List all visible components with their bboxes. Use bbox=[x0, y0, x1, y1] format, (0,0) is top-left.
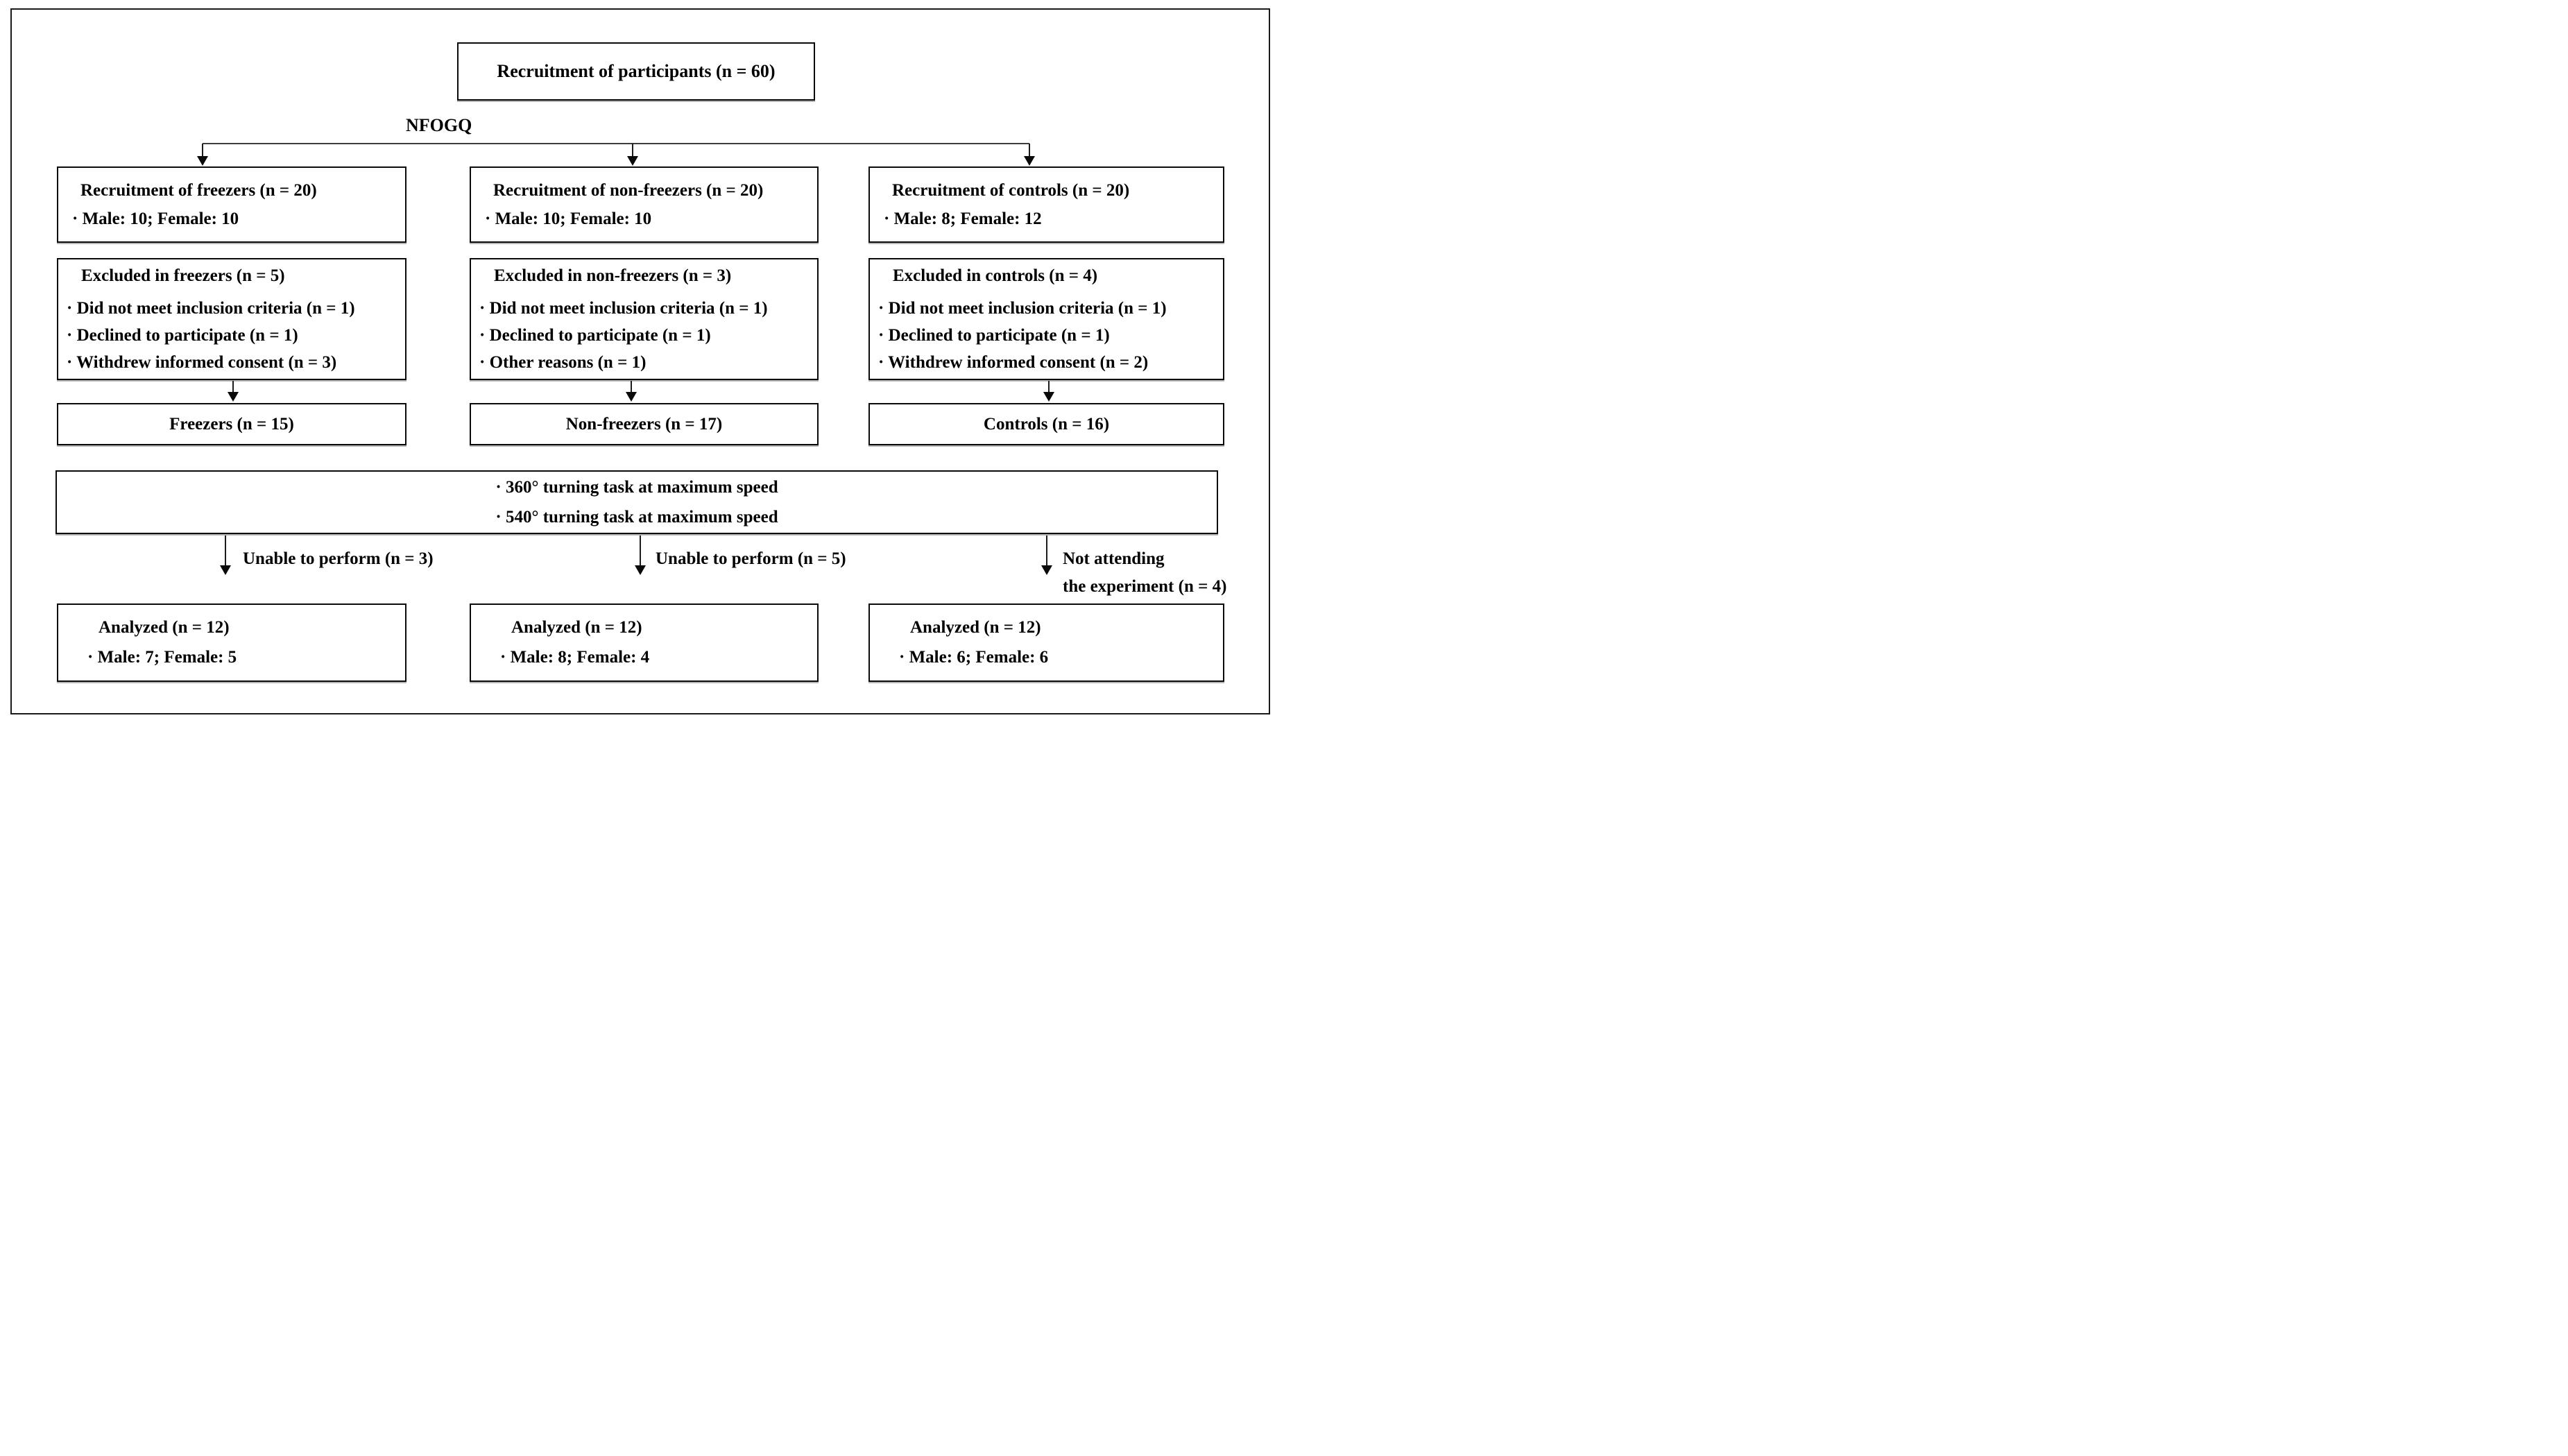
recruitment-freezers-box: Recruitment of freezers (n = 20) · Male:… bbox=[57, 166, 406, 243]
arrow-down-icon bbox=[220, 536, 231, 575]
box-title: Analyzed (n = 12) bbox=[511, 618, 642, 637]
recruitment-controls-box: Recruitment of controls (n = 20) · Male:… bbox=[868, 166, 1224, 243]
nfogq-label: NFOGQ bbox=[406, 115, 472, 135]
box-bullet: · Declined to participate (n = 1) bbox=[479, 326, 711, 345]
turning-task-box: · 360° turning task at maximum speed · 5… bbox=[55, 470, 1218, 534]
box-bullet: · Declined to participate (n = 1) bbox=[67, 326, 298, 345]
arrow-down-icon bbox=[1041, 536, 1052, 575]
box-title: Analyzed (n = 12) bbox=[910, 618, 1041, 637]
group-label: Freezers (n = 15) bbox=[169, 414, 294, 434]
box-title: Excluded in freezers (n = 5) bbox=[81, 266, 285, 285]
controls-box: Controls (n = 16) bbox=[868, 403, 1224, 445]
diagram-border bbox=[10, 8, 1270, 714]
recruitment-participants-text: Recruitment of participants (n = 60) bbox=[497, 61, 776, 82]
arrow-down-icon bbox=[626, 381, 637, 402]
box-bullet: · Withdrew informed consent (n = 2) bbox=[878, 352, 1149, 372]
arrow-down-icon bbox=[1024, 144, 1035, 166]
recruitment-nonfreezers-box: Recruitment of non-freezers (n = 20) · M… bbox=[470, 166, 819, 243]
box-title: Excluded in non-freezers (n = 3) bbox=[494, 266, 732, 285]
box-bullet: · Other reasons (n = 1) bbox=[479, 352, 647, 372]
box-title: Analyzed (n = 12) bbox=[99, 618, 230, 637]
box-title: Recruitment of non-freezers (n = 20) bbox=[493, 180, 764, 200]
excluded-controls-box: Excluded in controls (n = 4) · Did not m… bbox=[868, 258, 1224, 380]
group-label: Non-freezers (n = 17) bbox=[565, 414, 723, 434]
box-bullet: · Male: 10; Female: 10 bbox=[72, 209, 239, 228]
excluded-freezers-box: Excluded in freezers (n = 5) · Did not m… bbox=[57, 258, 406, 380]
task-line: · 540° turning task at maximum speed bbox=[495, 507, 778, 526]
arrow-down-icon bbox=[197, 144, 208, 166]
nonfreezers-box: Non-freezers (n = 17) bbox=[470, 403, 819, 445]
task-line: · 360° turning task at maximum speed bbox=[495, 477, 778, 497]
box-bullet: · Male: 10; Female: 10 bbox=[485, 209, 652, 228]
nfogq-split-line bbox=[203, 143, 1029, 144]
analyzed-freezers-box: Analyzed (n = 12) · Male: 7; Female: 5 bbox=[57, 603, 406, 682]
box-bullet: · Male: 8; Female: 4 bbox=[500, 648, 650, 667]
box-title: Recruitment of freezers (n = 20) bbox=[80, 180, 317, 200]
box-bullet: · Did not meet inclusion criteria (n = 1… bbox=[878, 299, 1167, 318]
box-bullet: · Did not meet inclusion criteria (n = 1… bbox=[479, 299, 768, 318]
dropout-label-controls: Not attending the experiment (n = 4) bbox=[1063, 549, 1227, 596]
arrow-down-icon bbox=[627, 144, 638, 166]
box-title: Excluded in controls (n = 4) bbox=[893, 266, 1098, 285]
box-bullet: · Male: 8; Female: 12 bbox=[884, 209, 1042, 228]
analyzed-nonfreezers-box: Analyzed (n = 12) · Male: 8; Female: 4 bbox=[470, 603, 819, 682]
box-bullet: · Male: 6; Female: 6 bbox=[899, 648, 1049, 667]
freezers-box: Freezers (n = 15) bbox=[57, 403, 406, 445]
arrow-down-icon bbox=[1043, 381, 1054, 402]
recruitment-participants-box: Recruitment of participants (n = 60) bbox=[457, 42, 815, 101]
box-title: Recruitment of controls (n = 20) bbox=[892, 180, 1130, 200]
group-label: Controls (n = 16) bbox=[983, 414, 1110, 434]
box-bullet: · Male: 7; Female: 5 bbox=[87, 648, 237, 667]
arrow-down-icon bbox=[635, 536, 646, 575]
participant-flow-diagram: Recruitment of participants (n = 60) NFO… bbox=[0, 0, 1284, 728]
dropout-label-freezers: Unable to perform (n = 3) bbox=[243, 549, 434, 568]
box-bullet: · Withdrew informed consent (n = 3) bbox=[67, 352, 337, 372]
dropout-label-nonfreezers: Unable to perform (n = 5) bbox=[656, 549, 846, 568]
excluded-nonfreezers-box: Excluded in non-freezers (n = 3) · Did n… bbox=[470, 258, 819, 380]
box-bullet: · Declined to participate (n = 1) bbox=[878, 326, 1110, 345]
analyzed-controls-box: Analyzed (n = 12) · Male: 6; Female: 6 bbox=[868, 603, 1224, 682]
box-bullet: · Did not meet inclusion criteria (n = 1… bbox=[67, 299, 355, 318]
arrow-down-icon bbox=[228, 381, 239, 402]
